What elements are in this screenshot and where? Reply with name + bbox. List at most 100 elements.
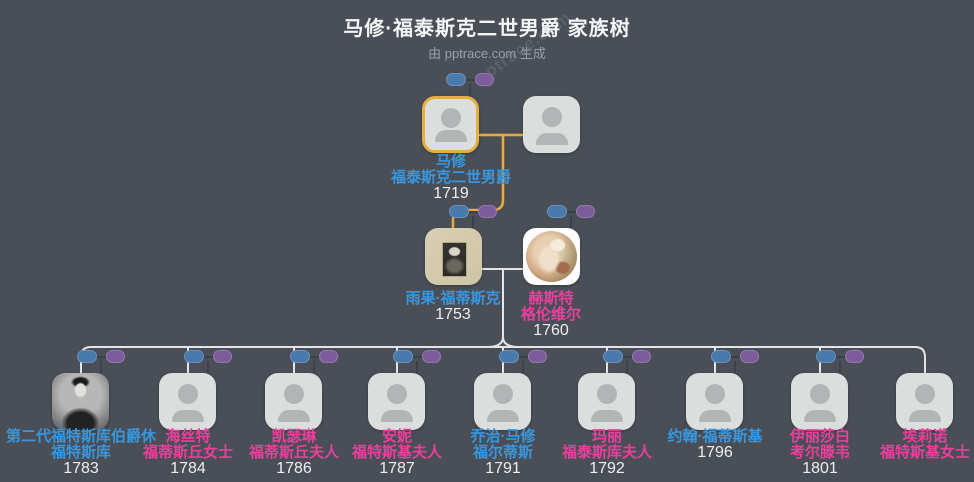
person-placeholder-icon xyxy=(368,373,425,430)
person-placeholder-icon xyxy=(791,373,848,430)
generator-credit: 由 pptrace.com 生成 xyxy=(428,46,546,61)
person-node-child-7[interactable] xyxy=(686,373,743,430)
person-node-child-1[interactable] xyxy=(52,373,109,430)
person-year: 1760 xyxy=(533,322,569,339)
pill-pair-child-2 xyxy=(184,350,232,373)
pill-stub-line xyxy=(100,361,102,373)
person-name: 埃莉诺福特斯基女士 xyxy=(879,428,971,461)
person-node-hugo[interactable] xyxy=(425,228,482,285)
collapsed-female-relative-pill[interactable] xyxy=(106,350,125,363)
pill-pair-hugo xyxy=(449,205,497,228)
person-label-child-9: 埃莉诺福特斯基女士 xyxy=(880,429,970,461)
pill-link-line xyxy=(835,356,846,358)
person-name: 赫斯特格伦维尔 xyxy=(520,290,582,323)
pill-stub-line xyxy=(522,361,524,373)
person-node-matthew[interactable] xyxy=(422,96,479,153)
pill-pair-matthew xyxy=(446,73,494,96)
person-node-hester[interactable] xyxy=(523,228,580,285)
person-name: 凯瑟琳福蒂斯丘夫人 xyxy=(248,428,340,461)
portrait-painting-hester xyxy=(526,231,577,282)
collapsed-male-relative-pill[interactable] xyxy=(184,350,204,363)
collapsed-female-relative-pill[interactable] xyxy=(528,350,547,363)
person-year: 1792 xyxy=(589,460,625,477)
person-placeholder-icon xyxy=(159,373,216,430)
person-name: 第二代福特斯库伯爵休福特斯库 xyxy=(5,428,157,461)
person-placeholder-icon xyxy=(578,373,635,430)
person-node-child-9[interactable] xyxy=(896,373,953,430)
collapsed-female-relative-pill[interactable] xyxy=(422,350,441,363)
pill-stub-line xyxy=(734,361,736,373)
pill-stub-line xyxy=(313,361,315,373)
collapsed-male-relative-pill[interactable] xyxy=(393,350,413,363)
pill-stub-line xyxy=(570,216,572,228)
person-year: 1783 xyxy=(63,460,99,477)
person-name: 约翰·福蒂斯基 xyxy=(667,428,763,445)
collapsed-male-relative-pill[interactable] xyxy=(603,350,623,363)
pill-link-line xyxy=(566,211,577,213)
person-label-matthew: 马修福泰斯克二世男爵 1719 xyxy=(391,154,511,202)
person-name: 马修福泰斯克二世男爵 xyxy=(390,153,512,186)
person-node-child-4[interactable] xyxy=(368,373,425,430)
collapsed-female-relative-pill[interactable] xyxy=(576,205,595,218)
person-name: 雨果·福蒂斯克 xyxy=(405,290,501,307)
collapsed-female-relative-pill[interactable] xyxy=(478,205,497,218)
collapsed-male-relative-pill[interactable] xyxy=(446,73,466,86)
person-year: 1787 xyxy=(379,460,415,477)
person-label-child-2: 海丝特福蒂斯丘女士 1784 xyxy=(143,429,233,477)
collapsed-female-relative-pill[interactable] xyxy=(475,73,494,86)
person-year: 1719 xyxy=(433,185,469,202)
person-placeholder-icon xyxy=(686,373,743,430)
person-node-matthew-spouse[interactable] xyxy=(523,96,580,153)
person-name: 乔治·马修福尔蒂斯 xyxy=(470,428,536,461)
pill-stub-line xyxy=(469,84,471,96)
person-node-child-8[interactable] xyxy=(791,373,848,430)
person-label-child-8: 伊丽莎白考尔滕韦 1801 xyxy=(790,429,850,477)
collapsed-female-relative-pill[interactable] xyxy=(740,350,759,363)
pill-stub-line xyxy=(416,361,418,373)
pill-link-line xyxy=(468,211,479,213)
person-placeholder-icon xyxy=(425,99,476,150)
collapsed-male-relative-pill[interactable] xyxy=(290,350,310,363)
person-placeholder-icon xyxy=(265,373,322,430)
pill-stub-line xyxy=(626,361,628,373)
person-year: 1801 xyxy=(802,460,838,477)
pill-pair-child-5 xyxy=(499,350,547,373)
person-node-child-6[interactable] xyxy=(578,373,635,430)
collapsed-male-relative-pill[interactable] xyxy=(816,350,836,363)
person-node-child-5[interactable] xyxy=(474,373,531,430)
collapsed-female-relative-pill[interactable] xyxy=(632,350,651,363)
person-placeholder-icon xyxy=(896,373,953,430)
person-label-child-4: 安妮福特斯基夫人 1787 xyxy=(352,429,442,477)
person-year: 1796 xyxy=(697,444,733,461)
collapsed-female-relative-pill[interactable] xyxy=(845,350,864,363)
person-year: 1786 xyxy=(276,460,312,477)
brace-junction xyxy=(486,336,520,348)
person-year: 1753 xyxy=(435,306,471,323)
person-name: 安妮福特斯基夫人 xyxy=(351,428,443,461)
pill-stub-line xyxy=(207,361,209,373)
collapsed-male-relative-pill[interactable] xyxy=(499,350,519,363)
person-node-child-2[interactable] xyxy=(159,373,216,430)
person-placeholder-icon xyxy=(474,373,531,430)
pill-link-line xyxy=(730,356,741,358)
pill-link-line xyxy=(412,356,423,358)
pill-link-line xyxy=(96,356,107,358)
person-label-child-1: 第二代福特斯库伯爵休福特斯库 1783 xyxy=(6,429,156,477)
pill-pair-child-1 xyxy=(77,350,125,373)
pill-pair-child-8 xyxy=(816,350,864,373)
pill-link-line xyxy=(465,79,476,81)
collapsed-male-relative-pill[interactable] xyxy=(449,205,469,218)
person-name: 玛丽福泰斯库夫人 xyxy=(561,428,653,461)
person-label-child-7: 约翰·福蒂斯基 1796 xyxy=(668,429,763,461)
pill-link-line xyxy=(203,356,214,358)
person-name: 伊丽莎白考尔滕韦 xyxy=(789,428,851,461)
pill-stub-line xyxy=(839,361,841,373)
collapsed-male-relative-pill[interactable] xyxy=(547,205,567,218)
collapsed-male-relative-pill[interactable] xyxy=(711,350,731,363)
collapsed-male-relative-pill[interactable] xyxy=(77,350,97,363)
person-node-child-3[interactable] xyxy=(265,373,322,430)
collapsed-female-relative-pill[interactable] xyxy=(213,350,232,363)
pill-pair-child-3 xyxy=(290,350,338,373)
collapsed-female-relative-pill[interactable] xyxy=(319,350,338,363)
